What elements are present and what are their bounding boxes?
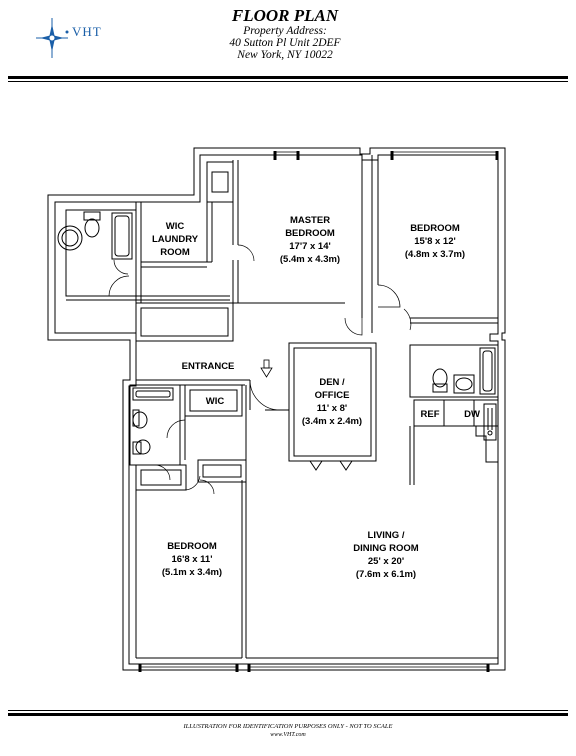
den-name-2: OFFICE <box>315 390 350 401</box>
bedroom-ne-name: BEDROOM <box>410 223 460 234</box>
wic-laundry-line-3: ROOM <box>160 247 190 258</box>
room-labels: MASTER BEDROOM 17'7 x 14' (5.4m x 4.3m) … <box>152 215 480 580</box>
bedroom-sw-dims-m: (5.1m x 3.4m) <box>162 567 222 578</box>
disclaimer: ILLUSTRATION FOR IDENTIFICATION PURPOSES… <box>183 723 393 730</box>
page-title: FLOOR PLAN <box>231 6 339 25</box>
address-line-2: New York, NY 10022 <box>237 49 333 61</box>
living-dims-ft: 25' x 20' <box>368 556 404 567</box>
living-name-1: LIVING / <box>368 530 405 541</box>
window-glazing <box>140 151 497 668</box>
header-rule-thick <box>8 76 568 79</box>
dw-label: DW <box>464 409 480 420</box>
bedroom-sw-dims-ft: 16'8 x 11' <box>172 554 213 565</box>
den-dims-ft: 11' x 8' <box>317 403 347 414</box>
entrance-label: ENTRANCE <box>182 361 235 372</box>
header: VHT FLOOR PLAN Property Address: 40 Sutt… <box>0 0 576 86</box>
wic-laundry-line-1: WIC <box>166 221 185 232</box>
bedroom-ne-dims-ft: 15'8 x 12' <box>414 236 456 247</box>
footer-rule-thin <box>8 710 568 711</box>
ref-label: REF <box>421 409 440 420</box>
bedroom-sw-name: BEDROOM <box>167 541 217 552</box>
den-name-1: DEN / <box>319 377 345 388</box>
door-swings <box>108 244 412 495</box>
interior-walls <box>57 155 499 659</box>
footer: ILLUSTRATION FOR IDENTIFICATION PURPOSES… <box>0 722 576 739</box>
master-bedroom-name-2: BEDROOM <box>285 228 335 239</box>
address-label: Property Address: <box>243 25 327 37</box>
bedroom-ne-dims-m: (4.8m x 3.7m) <box>405 249 465 260</box>
living-dims-m: (7.6m x 6.1m) <box>356 569 416 580</box>
footer-rule-thick <box>8 713 568 716</box>
living-name-2: DINING ROOM <box>353 543 419 554</box>
website-link[interactable]: www.VHT.com <box>270 732 306 738</box>
windows <box>138 151 499 672</box>
vht-logo <box>36 18 69 58</box>
master-bedroom-dims-m: (5.4m x 4.3m) <box>280 254 340 265</box>
address-line-1: 40 Sutton Pl Unit 2DEF <box>229 37 341 49</box>
title-block: FLOOR PLAN Property Address: 40 Sutton P… <box>190 6 380 61</box>
entrance-arrow-icon <box>260 359 273 378</box>
compass-star-icon <box>36 18 69 58</box>
wic-laundry-line-2: LAUNDRY <box>152 234 199 245</box>
brand-name: VHT <box>72 24 102 39</box>
master-bedroom-dims-ft: 17'7 x 14' <box>289 241 331 252</box>
master-bedroom-name-1: MASTER <box>290 215 330 226</box>
header-rule-thin <box>8 81 568 82</box>
wic-label: WIC <box>206 396 225 407</box>
den-dims-m: (3.4m x 2.4m) <box>302 416 362 427</box>
